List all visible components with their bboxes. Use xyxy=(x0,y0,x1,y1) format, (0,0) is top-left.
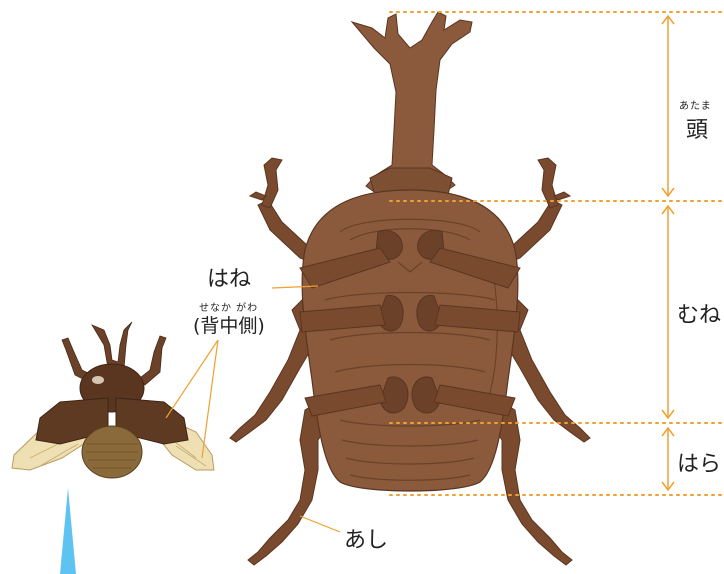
leader-wings-small-1 xyxy=(166,340,218,418)
head-label-ruby: あたま xyxy=(679,97,712,112)
section-arrows xyxy=(662,16,674,490)
wings-label-note: (背中側) xyxy=(193,311,265,338)
small-beetle xyxy=(12,322,214,478)
leg-front-left-tarsus xyxy=(262,158,282,208)
leader-legs xyxy=(300,516,340,532)
head-label: 頭 xyxy=(686,112,708,144)
abdomen-label: はら xyxy=(677,446,721,478)
wings-label: はね xyxy=(207,261,251,293)
pointer-marker xyxy=(60,488,76,574)
leg-front-right-tarsus xyxy=(538,158,558,208)
thorax-label: むね xyxy=(677,297,721,329)
small-beetle-horn xyxy=(92,322,132,368)
main-beetle xyxy=(230,12,590,565)
leader-wings-small-2 xyxy=(202,340,218,458)
legs-label: あし xyxy=(344,522,388,554)
